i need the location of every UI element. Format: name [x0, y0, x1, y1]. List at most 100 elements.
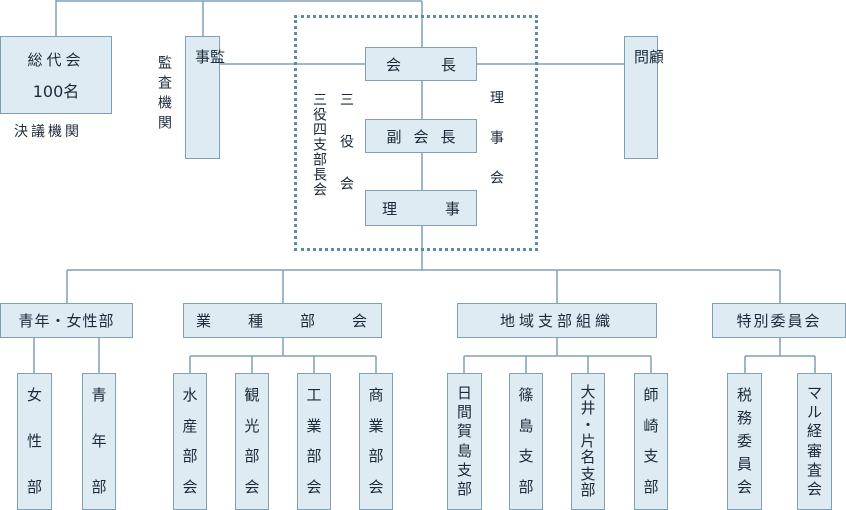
- child-label-char: 光: [244, 416, 260, 435]
- president-box: 会長: [365, 47, 477, 81]
- child-fishery-committee-label: 水産部会: [174, 374, 206, 509]
- directors-label: 理事: [381, 199, 508, 218]
- child-label-char: 会: [244, 477, 260, 496]
- child-label-char: 員: [736, 455, 752, 473]
- child-shinojima-branch: 篠島支部: [509, 373, 543, 510]
- child-oi-katana-branch: 大井・片名支部: [571, 373, 605, 510]
- child-label-char: 部: [518, 477, 534, 496]
- division-regional: 地域支部組織: [457, 303, 657, 338]
- child-label-char: 経: [806, 422, 822, 441]
- child-tax-committee: 税務委員会: [727, 373, 762, 510]
- child-label-char: 観: [244, 386, 260, 404]
- child-label-char: 賀: [456, 422, 472, 441]
- division-industry-char: 会: [351, 312, 369, 330]
- vice-president-box: 副会長: [365, 119, 477, 153]
- child-commerce-committee-label: 商業部会: [360, 374, 392, 509]
- advisor-box: 顧問: [624, 36, 665, 159]
- child-label-char: 商: [368, 386, 384, 404]
- child-marukei-review-board-label: マル経審査会: [798, 374, 831, 509]
- board-meeting-label: 理事会: [488, 90, 504, 210]
- division-industry-char: 種: [247, 312, 265, 330]
- child-label-char: 支: [456, 460, 472, 479]
- child-label-char: 委: [736, 432, 752, 450]
- child-tourism-committee: 観光部会: [235, 373, 269, 510]
- general-assembly-box: 総代会 100名: [0, 36, 112, 114]
- child-label-char: 名: [580, 448, 596, 467]
- general-assembly-count: 100名: [32, 81, 80, 101]
- child-label-char: 部: [643, 477, 659, 496]
- child-label-char: 日: [456, 384, 472, 403]
- three-officers-meeting-label: 三役会: [338, 92, 354, 218]
- president-label: 会長: [385, 55, 496, 74]
- child-label-char: 業: [368, 416, 384, 435]
- division-special-committee-label: 特別委員会: [736, 312, 822, 330]
- child-fishery-committee: 水産部会: [173, 373, 207, 510]
- child-label-char: 支: [643, 447, 659, 466]
- child-label-char: 査: [806, 460, 822, 479]
- child-label-char: 会: [306, 477, 322, 496]
- child-youth-section-label: 青年部: [83, 374, 115, 509]
- child-women-section-label: 女性部: [18, 374, 51, 509]
- child-industry-committee-label: 工業部会: [298, 374, 330, 509]
- child-label-char: 青: [91, 386, 107, 404]
- child-label-char: 大: [580, 382, 596, 401]
- child-label-char: 性: [26, 432, 42, 450]
- child-label-char: 業: [306, 416, 322, 435]
- child-label-char: 間: [456, 403, 472, 422]
- division-youth-women: 青年・女性部: [0, 303, 133, 338]
- child-youth-section: 青年部: [82, 373, 116, 510]
- division-special-committee: 特別委員会: [712, 303, 846, 338]
- division-regional-label: 地域支部組織: [499, 312, 614, 330]
- child-shinojima-branch-label: 篠島支部: [510, 374, 542, 509]
- child-label-char: 会: [806, 479, 822, 498]
- child-label-char: 女: [26, 386, 42, 404]
- child-label-char: 部: [456, 479, 472, 498]
- child-label-char: 部: [91, 478, 107, 496]
- child-morozaki-branch: 師崎支部: [634, 373, 668, 510]
- child-label-char: 会: [182, 477, 198, 496]
- child-label-char: 崎: [643, 416, 659, 435]
- child-label-char: 部: [306, 447, 322, 466]
- three-officers-four-branch-heads-label: 三役四支部長会: [311, 92, 327, 197]
- child-label-char: 税: [736, 386, 752, 404]
- child-label-char: 水: [182, 386, 198, 404]
- division-industry-char: 業: [196, 312, 214, 330]
- child-label-char: 審: [806, 441, 822, 460]
- auditor-label: 監事: [193, 49, 226, 116]
- child-label-char: 篠: [518, 386, 534, 404]
- audit-body-caption: 監査機関: [156, 55, 172, 135]
- child-label-char: 会: [368, 477, 384, 496]
- child-label-char: 島: [456, 441, 472, 460]
- child-label-char: 部: [182, 447, 198, 466]
- child-marukei-review-board: マル経審査会: [797, 373, 832, 510]
- child-label-char: 会: [736, 478, 752, 496]
- child-label-char: 部: [244, 447, 260, 466]
- general-assembly-label: 総代会: [27, 50, 85, 69]
- child-tax-committee-label: 税務委員会: [728, 374, 761, 509]
- child-label-char: ・: [580, 415, 596, 434]
- child-label-char: 工: [306, 386, 322, 404]
- child-label-char: ル: [806, 403, 822, 422]
- vice-president-label: 副会長: [386, 127, 468, 146]
- child-label-char: 片: [580, 431, 596, 450]
- child-women-section: 女性部: [17, 373, 52, 510]
- child-industry-committee: 工業部会: [297, 373, 331, 510]
- child-label-char: 島: [518, 416, 534, 435]
- directors-box: 理事: [365, 190, 477, 226]
- child-label-char: 師: [643, 386, 659, 404]
- division-industry: 業種部会: [183, 303, 382, 338]
- decision-body-caption: 決議機関: [14, 124, 82, 140]
- child-label-char: 部: [580, 481, 596, 500]
- division-youth-women-label: 青年・女性部: [18, 312, 115, 330]
- child-tourism-committee-label: 観光部会: [236, 374, 268, 509]
- auditor-box: 監事: [185, 36, 226, 159]
- child-label-char: マ: [806, 384, 822, 403]
- child-label-char: 支: [518, 447, 534, 466]
- officers-group-border: [294, 15, 538, 251]
- child-himakajima-branch-label: 日間賀島支部: [448, 374, 481, 509]
- division-industry-char: 部: [299, 312, 317, 330]
- child-label-char: 部: [26, 478, 42, 496]
- child-label-char: 支: [580, 464, 596, 483]
- child-himakajima-branch: 日間賀島支部: [447, 373, 482, 510]
